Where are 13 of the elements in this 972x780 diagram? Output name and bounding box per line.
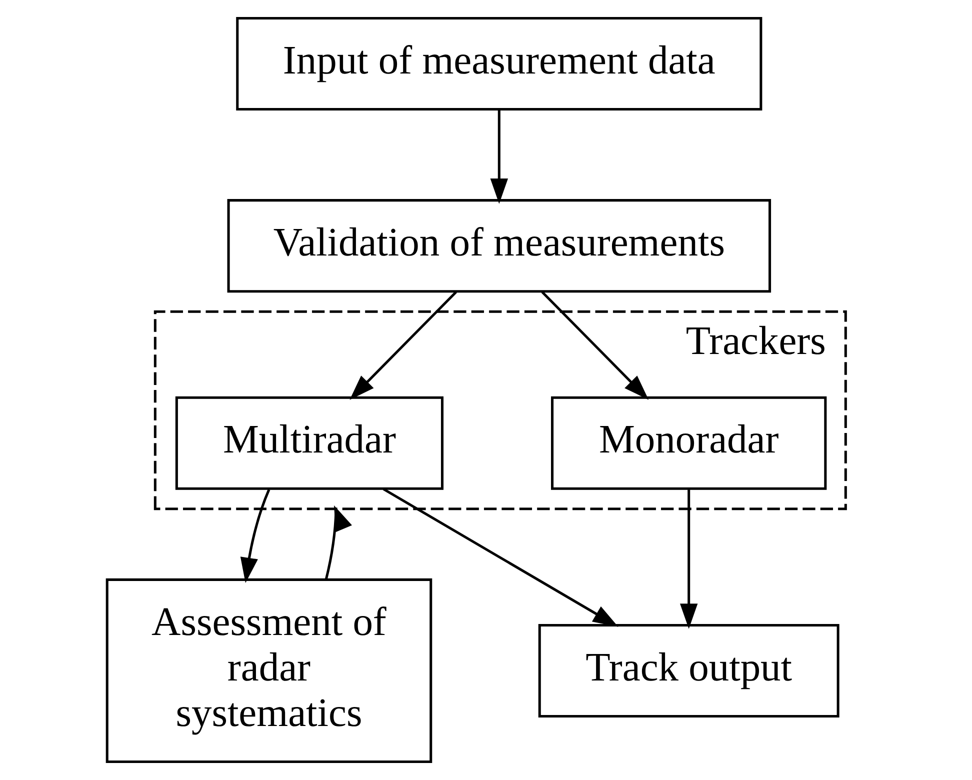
node-box: Validation of measurements	[226, 199, 771, 293]
arrow	[490, 110, 508, 204]
node-box: Input of measurement data	[236, 16, 762, 111]
node-box: Track output	[538, 624, 839, 718]
node-box: Monoradar	[550, 396, 826, 490]
arrow	[382, 488, 618, 627]
arrow	[540, 291, 648, 400]
node-box: Multiradar	[174, 396, 443, 490]
arrow	[679, 490, 698, 629]
arrow	[240, 489, 270, 583]
arrow	[349, 291, 456, 400]
arrow	[324, 505, 352, 580]
node-box: Assessment of radar systematics	[105, 578, 432, 764]
